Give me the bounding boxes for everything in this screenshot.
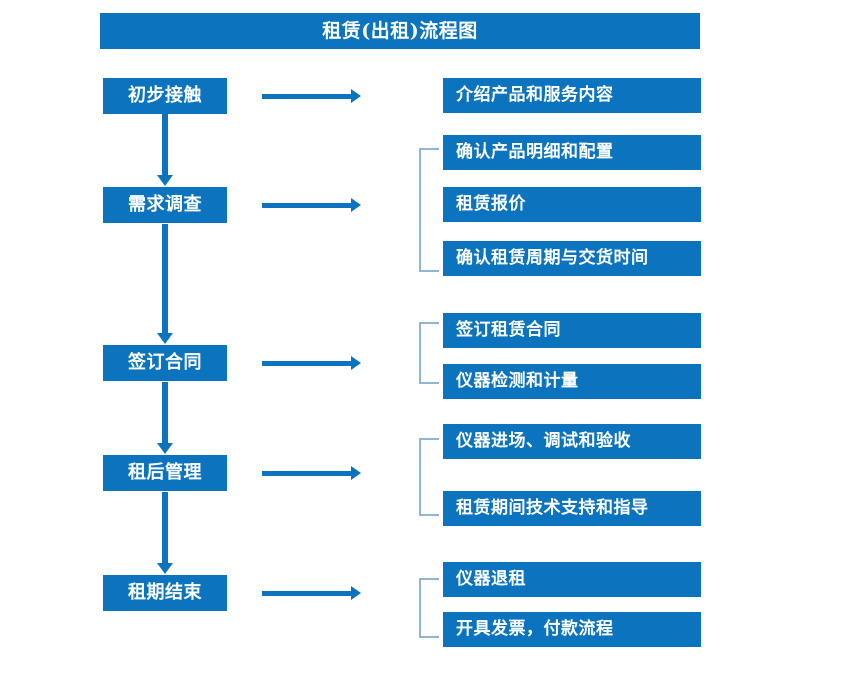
detail-box-9[interactable]: 仪器退租	[443, 562, 701, 597]
arrow-head	[351, 586, 361, 600]
stage-box-3[interactable]: 签订合同	[103, 345, 227, 381]
arrow-head	[157, 443, 173, 454]
arrow-down-stage-2-to-3	[157, 224, 173, 344]
arrow-shaft	[262, 591, 352, 596]
arrow-right-stage-1	[262, 89, 361, 103]
diagram-title: 租赁(出租)流程图	[100, 13, 700, 49]
detail-box-7[interactable]: 仪器进场、调试和验收	[443, 424, 701, 459]
arrow-shaft	[262, 203, 352, 208]
arrow-shaft	[162, 382, 168, 444]
arrow-head	[351, 356, 361, 370]
arrow-head	[157, 563, 173, 574]
arrow-head	[157, 175, 173, 186]
stage-box-1[interactable]: 初步接触	[103, 78, 227, 114]
arrow-down-stage-4-to-5	[157, 492, 173, 574]
arrow-down-stage-3-to-4	[157, 382, 173, 454]
arrow-head	[351, 89, 361, 103]
arrow-shaft	[262, 471, 352, 476]
detail-box-6[interactable]: 仪器检测和计量	[443, 364, 701, 399]
group-bracket-stage-5	[419, 578, 439, 638]
arrow-right-stage-3	[262, 356, 361, 370]
detail-box-5[interactable]: 签订租赁合同	[443, 313, 701, 348]
group-bracket-stage-2	[419, 148, 439, 272]
arrow-head	[351, 198, 361, 212]
arrow-right-stage-5	[262, 586, 361, 600]
detail-box-8[interactable]: 租赁期间技术支持和指导	[443, 491, 701, 526]
arrow-shaft	[262, 94, 352, 99]
detail-box-3[interactable]: 租赁报价	[443, 187, 701, 222]
arrow-right-stage-2	[262, 198, 361, 212]
detail-box-10[interactable]: 开具发票，付款流程	[443, 612, 701, 647]
stage-box-5[interactable]: 租期结束	[103, 575, 227, 611]
group-bracket-stage-4	[419, 438, 439, 516]
arrow-shaft	[162, 224, 168, 334]
stage-box-2[interactable]: 需求调查	[103, 187, 227, 223]
arrow-head	[351, 466, 361, 480]
detail-box-1[interactable]: 介绍产品和服务内容	[443, 78, 701, 113]
group-bracket-stage-3	[419, 322, 439, 384]
arrow-shaft	[162, 114, 168, 176]
detail-box-2[interactable]: 确认产品明细和配置	[443, 135, 701, 170]
arrow-shaft	[262, 361, 352, 366]
stage-box-4[interactable]: 租后管理	[103, 455, 227, 491]
arrow-down-stage-1-to-2	[157, 114, 173, 186]
arrow-shaft	[162, 492, 168, 564]
detail-box-4[interactable]: 确认租赁周期与交货时间	[443, 241, 701, 276]
arrow-head	[157, 333, 173, 344]
arrow-right-stage-4	[262, 466, 361, 480]
